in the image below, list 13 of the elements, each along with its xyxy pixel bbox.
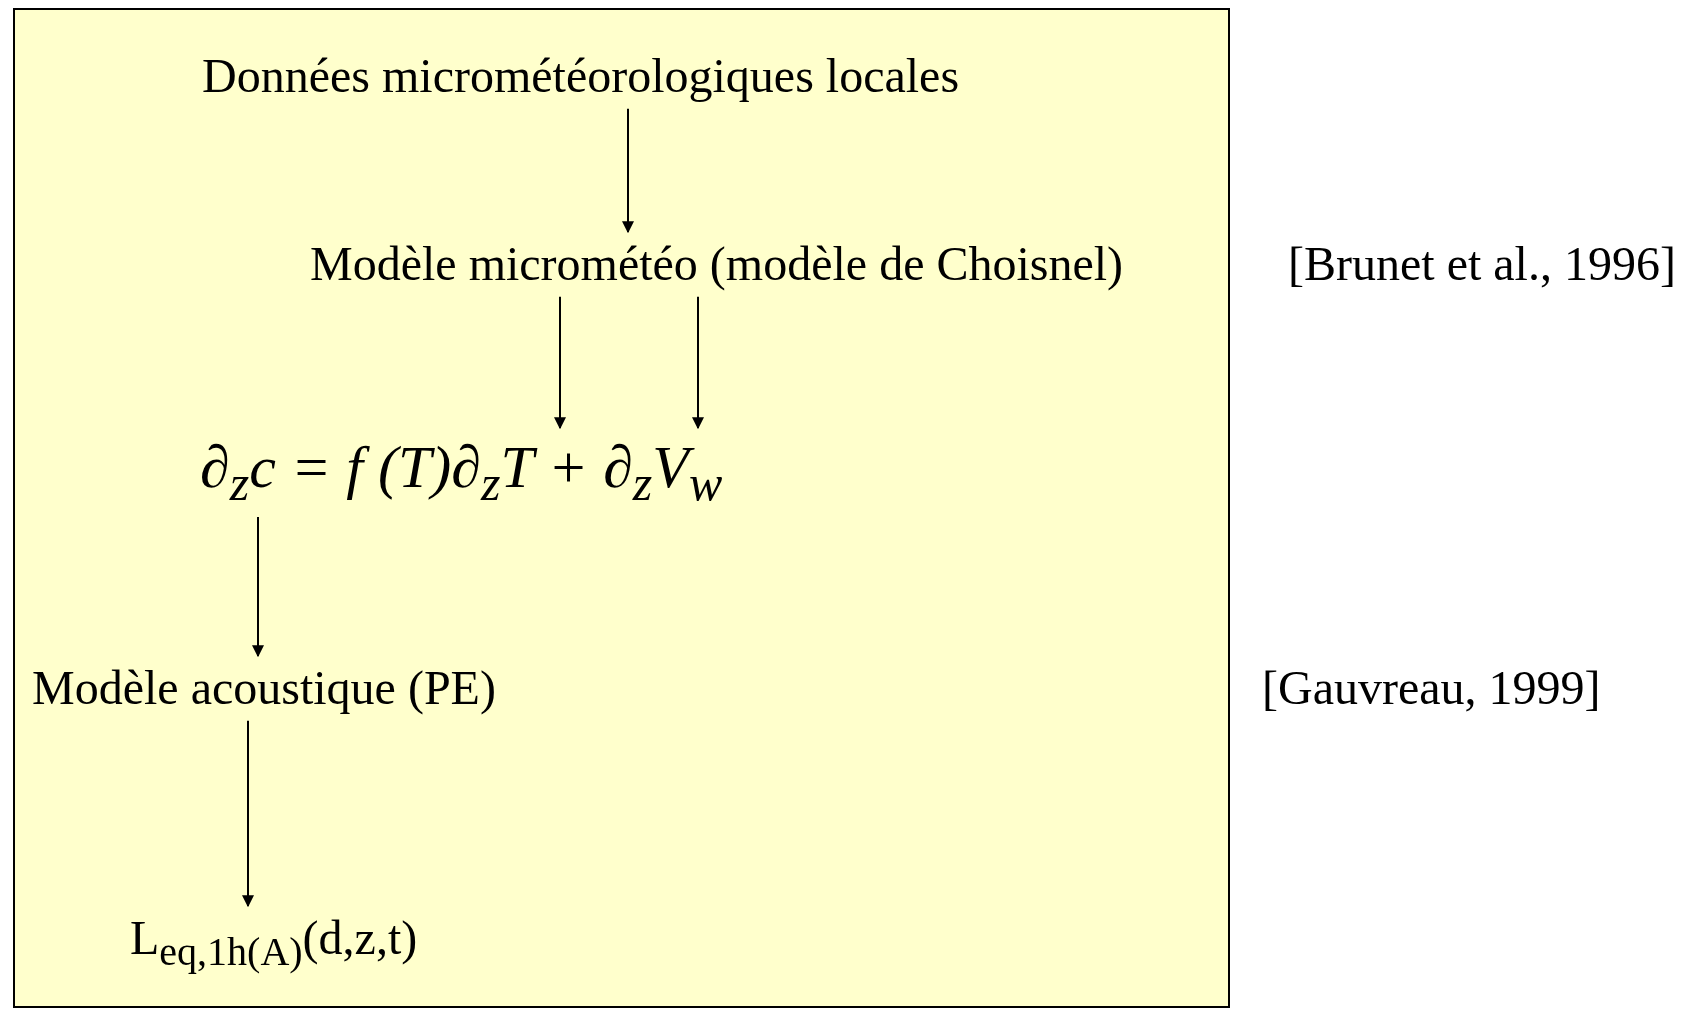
- arrow: [252, 516, 264, 658]
- panel-background: [13, 8, 1230, 1008]
- equation: ∂$_{z}$c = f (T)∂$_{z}$T + ∂$_{z}$V$_{w⃗}$: [200, 434, 762, 511]
- flow-text: Données micrométéorologiques locales: [202, 50, 960, 103]
- flow-text: L$_{eq,1h(A)}$(d,z,t): [130, 912, 418, 974]
- arrow: [554, 295, 566, 430]
- arrow: [242, 719, 254, 908]
- citation: [Brunet et al., 1996]: [1288, 238, 1676, 291]
- citation: [Gauvreau, 1999]: [1262, 662, 1601, 715]
- flow-text: Modèle acoustique (PE): [32, 662, 496, 715]
- arrow: [622, 107, 634, 234]
- arrow: [692, 295, 704, 430]
- flow-text: Modèle micrométéo (modèle de Choisnel): [310, 238, 1124, 291]
